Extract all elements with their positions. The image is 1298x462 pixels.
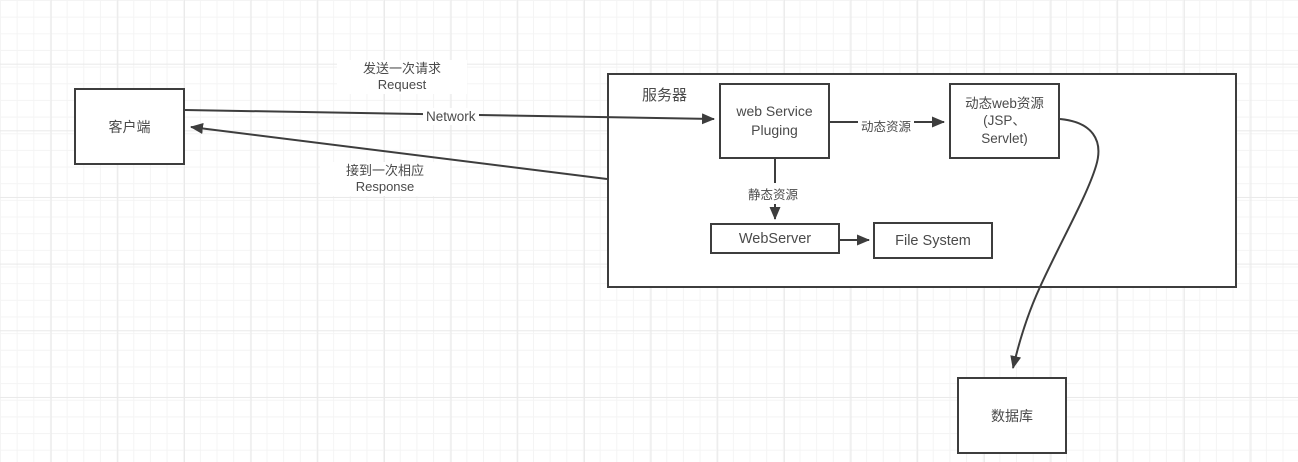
node-dynamic-web-resource-line2: (JSP、 [983,113,1026,129]
node-dynamic-web-resource-line1: 动态web资源 [965,95,1044,111]
static-resource-edge-label[interactable]: 静态资源 [745,183,802,204]
node-file-system-label: File System [895,232,971,249]
request-edge-label-cn: 发送一次请求 [362,61,441,76]
node-dynamic-web-resource-line3: Servlet) [981,130,1028,146]
node-web-service-plugin[interactable]: web Service Pluging [719,83,830,159]
node-webserver[interactable]: WebServer [710,223,840,254]
node-client[interactable]: 客户端 [74,88,185,165]
node-database-label: 数据库 [991,407,1033,424]
response-edge-label-en: Response [355,179,415,194]
dynamic-resource-edge-label[interactable]: 动态资源 [858,115,915,136]
request-edge-label-en: Request [377,77,427,92]
node-webserver-label: WebServer [738,230,812,247]
server-group-label: 服务器 [642,87,688,104]
node-database[interactable]: 数据库 [957,377,1067,454]
node-client-label: 客户端 [108,118,151,135]
node-file-system[interactable]: File System [873,222,993,259]
node-web-service-plugin-line1: web Service [736,103,813,119]
network-edge-label[interactable]: Network [423,108,479,125]
response-edge-label-cn: 接到一次相应 [345,163,424,178]
response-edge-label[interactable]: 接到一次相应 Response [320,162,450,196]
node-web-service-plugin-line2: Pluging [751,122,798,138]
node-dynamic-web-resource[interactable]: 动态web资源 (JSP、 Servlet) [949,83,1060,159]
request-edge-label[interactable]: 发送一次请求 Request [337,60,467,94]
